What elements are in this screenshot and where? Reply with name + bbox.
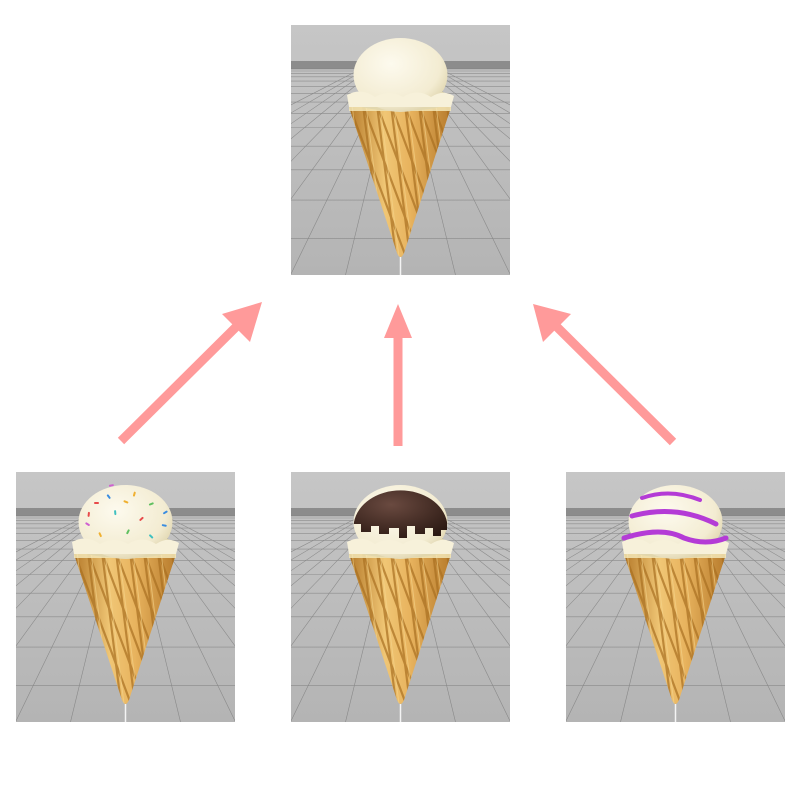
scoop-ball <box>353 38 448 112</box>
sprinkle <box>161 524 167 527</box>
swirl-stripe <box>621 529 729 545</box>
sprinkle <box>114 510 117 516</box>
arrow-left <box>117 302 262 445</box>
purple-swirl <box>621 491 729 545</box>
arrow-center <box>384 304 412 446</box>
swirl-stripe <box>640 491 702 502</box>
swirl-stripe <box>629 509 719 527</box>
chocolate-dip <box>354 490 447 538</box>
scoop-ruffle <box>347 91 454 107</box>
arrow-right <box>533 304 677 446</box>
sprinkle <box>126 529 130 535</box>
purple-swirl-cone-image <box>566 472 785 722</box>
sprinkle <box>148 502 154 506</box>
ice-cream-scoop <box>347 38 454 112</box>
chocolate-dip-cone-image <box>291 472 510 722</box>
sprinkle <box>85 522 90 526</box>
cone-panel-purple-swirl <box>566 472 785 722</box>
sprinkle <box>106 494 111 499</box>
sprinkle <box>132 491 136 497</box>
scoop-ruffle <box>347 538 454 554</box>
sprinkle <box>149 534 154 539</box>
sprinkle <box>139 516 144 521</box>
ice-cream-scoop <box>72 485 179 559</box>
sprinkle <box>123 500 129 504</box>
sprinkles <box>85 484 168 539</box>
cone-panel-sprinkles <box>16 472 235 722</box>
sprinkle <box>108 484 114 487</box>
scoop-ball <box>78 485 173 559</box>
sprinkle <box>98 532 102 538</box>
cone-panel-chocolate <box>291 472 510 722</box>
sprinkles-cone-image <box>16 472 235 722</box>
cone-panel-target <box>291 25 510 275</box>
plain-vanilla-cone-image <box>291 25 510 275</box>
sprinkle <box>94 502 99 504</box>
sprinkle <box>163 510 168 515</box>
scoop-ruffle <box>72 538 179 554</box>
sprinkle <box>87 511 90 517</box>
